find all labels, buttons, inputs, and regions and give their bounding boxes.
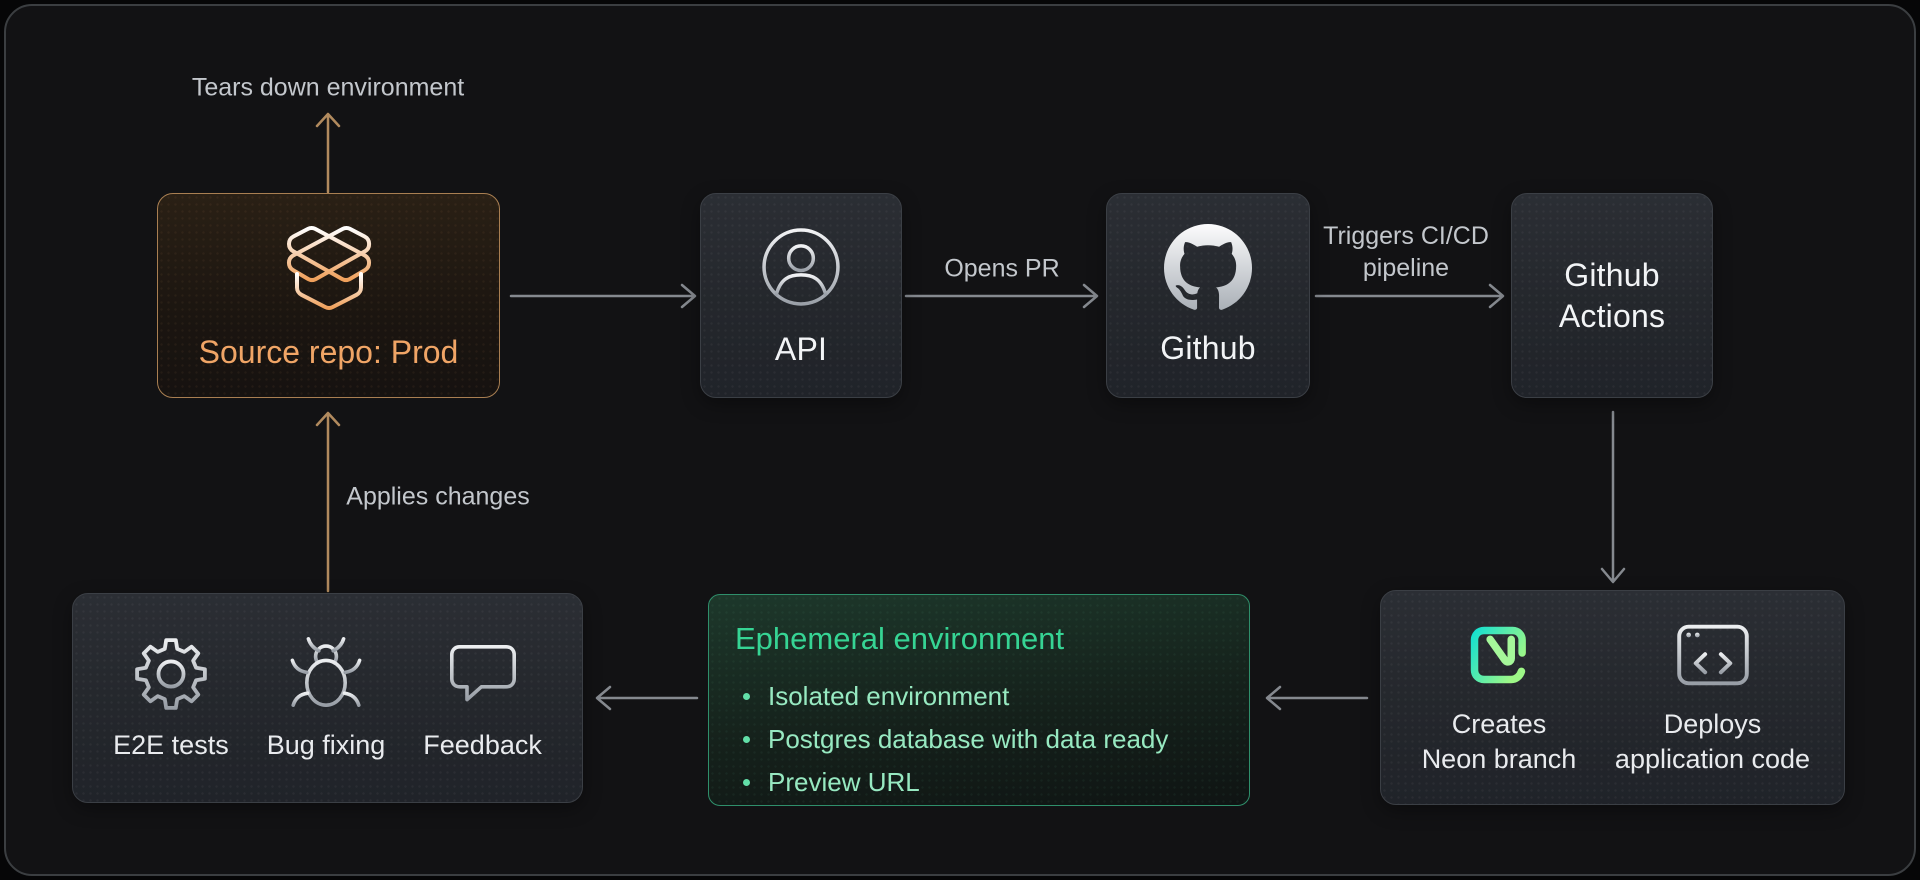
speech-bubble-icon bbox=[443, 634, 523, 714]
node-ephemeral-environment: Ephemeral environment Isolated environme… bbox=[708, 594, 1250, 806]
edge-label-triggers-cicd: Triggers CI/CD pipeline bbox=[1323, 222, 1489, 282]
ephemeral-item-text: Isolated environment bbox=[768, 681, 1010, 711]
neon-logo-icon bbox=[1465, 619, 1533, 691]
api-label: API bbox=[774, 331, 828, 367]
iteration-label-bug: Bug fixing bbox=[266, 729, 386, 760]
bullet-dot bbox=[743, 736, 750, 743]
node-api: API bbox=[700, 193, 902, 398]
gear-icon bbox=[133, 634, 209, 714]
ephemeral-item-text: Preview URL bbox=[768, 767, 920, 797]
github-label: Github bbox=[1160, 330, 1256, 366]
bullet-dot bbox=[743, 693, 750, 700]
iteration-label-e2e: E2E tests bbox=[113, 729, 229, 760]
ephemeral-item: Postgres database with data ready bbox=[735, 718, 1168, 761]
deploys-application-code: Deploys application code bbox=[1605, 619, 1820, 777]
edge-label-opens-pr: Opens PR bbox=[944, 254, 1060, 283]
bullet-dot bbox=[743, 779, 750, 786]
node-github-actions: Github Actions bbox=[1511, 193, 1713, 398]
browser-code-icon bbox=[1675, 619, 1751, 691]
creates-neon-branch-label: Creates Neon branch bbox=[1421, 708, 1577, 774]
user-circle-icon bbox=[757, 223, 845, 311]
ephemeral-title: Ephemeral environment bbox=[735, 621, 1065, 656]
node-source-repo: Source repo: Prod bbox=[157, 193, 500, 398]
ephemeral-item-text: Postgres database with data ready bbox=[768, 724, 1169, 754]
node-pipeline-outputs: Creates Neon branch Dep bbox=[1380, 590, 1845, 805]
iteration-item-bug: Bug fixing bbox=[266, 634, 386, 763]
github-actions-label: Github Actions bbox=[1558, 256, 1666, 334]
bug-icon bbox=[286, 634, 366, 714]
open-package-icon bbox=[281, 220, 377, 316]
ephemeral-item: Preview URL bbox=[735, 761, 1168, 804]
node-github: Github bbox=[1106, 193, 1310, 398]
iteration-label-feedback: Feedback bbox=[423, 729, 542, 760]
edge-label-applies-changes: Applies changes bbox=[346, 482, 530, 511]
edge-label-tears-down: Tears down environment bbox=[191, 73, 465, 102]
creates-neon-branch: Creates Neon branch bbox=[1419, 619, 1579, 777]
ephemeral-list: Isolated environment Postgres database w… bbox=[709, 675, 1168, 804]
iteration-item-e2e: E2E tests bbox=[113, 634, 229, 763]
iteration-item-feedback: Feedback bbox=[423, 634, 542, 763]
deploys-application-code-label: Deploys application code bbox=[1614, 708, 1811, 774]
source-repo-label: Source repo: Prod bbox=[198, 334, 459, 370]
ephemeral-item: Isolated environment bbox=[735, 675, 1168, 718]
github-octocat-icon bbox=[1164, 224, 1252, 312]
node-iteration: E2E tests bbox=[72, 593, 583, 803]
